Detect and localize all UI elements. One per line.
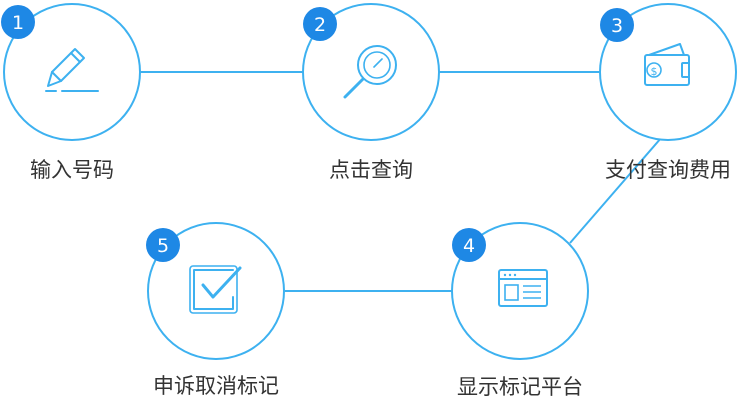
connector-3-4 bbox=[569, 129, 669, 244]
step-label: 输入号码 bbox=[30, 158, 114, 182]
step-badge bbox=[303, 7, 337, 41]
step-5: 5 申诉取消标记 bbox=[146, 222, 285, 398]
step-label: 显示标记平台 bbox=[457, 375, 583, 399]
step-number: 5 bbox=[157, 235, 169, 257]
step-2: 2 点击查询 bbox=[302, 3, 440, 182]
browser-window-icon bbox=[498, 269, 548, 307]
step-badge bbox=[1, 5, 35, 39]
step-label: 申诉取消标记 bbox=[153, 374, 279, 398]
step-circle bbox=[3, 3, 141, 141]
magnifier-icon bbox=[343, 45, 397, 99]
step-badge bbox=[452, 228, 486, 262]
svg-text:$: $ bbox=[651, 65, 658, 78]
step-number: 1 bbox=[12, 12, 24, 34]
step-badge bbox=[600, 8, 634, 42]
step-label: 点击查询 bbox=[329, 158, 413, 182]
wallet-icon: $ bbox=[644, 43, 690, 86]
step-number: 3 bbox=[611, 15, 623, 37]
step-circle bbox=[147, 222, 285, 360]
step-4: 4 显示标记平台 bbox=[451, 222, 589, 399]
step-circle bbox=[451, 222, 589, 360]
step-3: $ 3 支付查询费用 bbox=[599, 3, 737, 182]
step-1: 1 输入号码 bbox=[1, 3, 141, 182]
connectors bbox=[140, 71, 669, 292]
checkbox-icon bbox=[189, 265, 242, 314]
step-circle bbox=[302, 3, 440, 141]
step-label: 支付查询费用 bbox=[605, 158, 731, 182]
step-badge bbox=[146, 228, 180, 262]
pencil-icon bbox=[45, 48, 99, 92]
step-circle bbox=[599, 3, 737, 141]
step-number: 4 bbox=[463, 235, 475, 257]
step-number: 2 bbox=[314, 14, 326, 36]
